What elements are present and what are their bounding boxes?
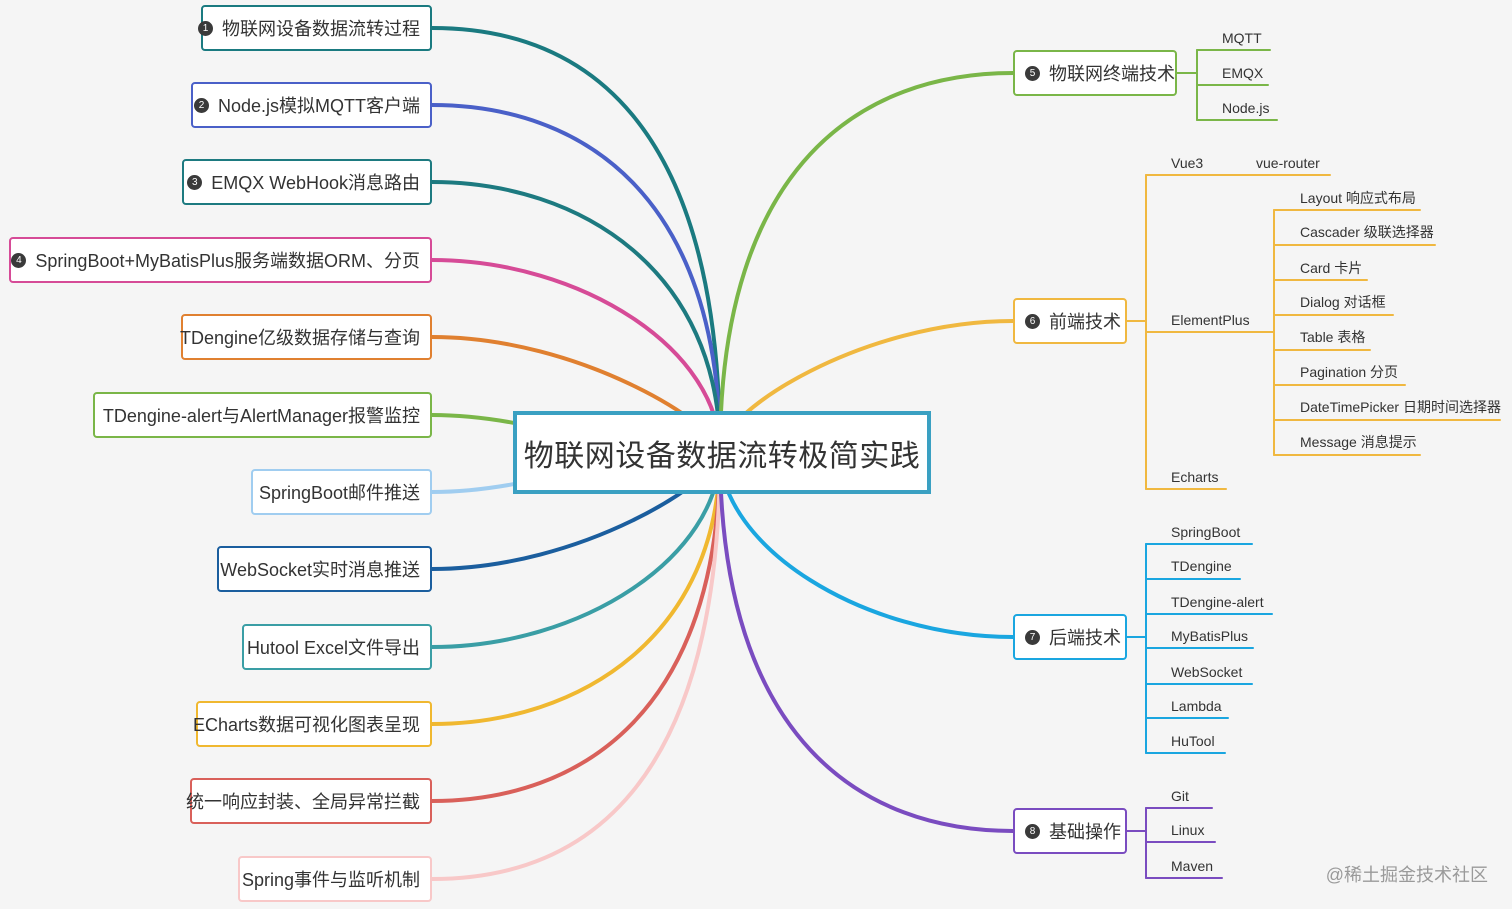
root-topic-label: 物联网设备数据流转极简实践 <box>523 439 921 473</box>
leaf-linux[interactable]: Linux <box>1171 822 1205 838</box>
topic-label: WebSocket实时消息推送 <box>220 560 420 580</box>
topic-hutool-excel[interactable]: Hutool Excel文件导出 <box>242 624 432 670</box>
topic-number-badge: 3 <box>187 174 203 190</box>
root-topic[interactable]: 物联网设备数据流转极简实践 <box>513 411 931 494</box>
leaf-card[interactable]: Card 卡片 <box>1300 260 1363 276</box>
branch-line <box>430 450 722 803</box>
topic-number-badge: 6 <box>1025 313 1040 329</box>
topic-label: SpringBoot邮件推送 <box>258 483 420 503</box>
topic-backend[interactable]: 7 后端技术 <box>1013 614 1127 660</box>
topic-number-badge: 1 <box>198 20 213 36</box>
leaf-nodejs[interactable]: Node.js <box>1222 100 1270 116</box>
leaf-table[interactable]: Table 表格 <box>1300 329 1366 345</box>
topic-label: Spring事件与监听机制 <box>241 870 420 890</box>
leaf-websocket[interactable]: WebSocket <box>1171 664 1243 680</box>
leaf-dialog[interactable]: Dialog 对话框 <box>1300 294 1386 310</box>
branch-line <box>430 450 722 881</box>
leaf-datetimepicker[interactable]: DateTimePicker 日期时间选择器 <box>1300 399 1501 415</box>
leaf-emqx[interactable]: EMQX <box>1222 65 1264 81</box>
leaf-vue-router[interactable]: vue-router <box>1256 155 1320 171</box>
leaf-elementplus[interactable]: ElementPlus <box>1171 312 1250 328</box>
topic-label: 物联网设备数据流转过程 <box>222 19 420 39</box>
topic-label: TDengine亿级数据存储与查询 <box>179 328 420 348</box>
branch-line <box>430 26 722 454</box>
topic-basic-operations[interactable]: 8 基础操作 <box>1013 808 1127 854</box>
topic-frontend[interactable]: 6 前端技术 <box>1013 298 1127 344</box>
leaf-echarts[interactable]: Echarts <box>1171 469 1219 485</box>
branch-line <box>718 71 1015 454</box>
topic-iot-terminal[interactable]: 5 物联网终端技术 <box>1013 50 1177 96</box>
leaf-message[interactable]: Message 消息提示 <box>1300 434 1417 450</box>
leaf-layout[interactable]: Layout 响应式布局 <box>1300 190 1416 206</box>
topic-springboot-mail[interactable]: SpringBoot邮件推送 <box>251 469 432 515</box>
topic-tdengine-storage[interactable]: TDengine亿级数据存储与查询 <box>179 314 432 360</box>
leaf-tdengine-alert[interactable]: TDengine-alert <box>1171 594 1264 610</box>
topic-unified-response[interactable]: 统一响应封装、全局异常拦截 <box>186 778 432 824</box>
leaf-lambda[interactable]: Lambda <box>1171 698 1222 714</box>
topic-emqx-webhook[interactable]: 3 EMQX WebHook消息路由 <box>182 159 432 205</box>
topic-number-badge: 2 <box>193 97 209 113</box>
topic-spring-events[interactable]: Spring事件与监听机制 <box>238 856 432 902</box>
leaf-mqtt[interactable]: MQTT <box>1222 30 1262 46</box>
topic-label: 统一响应封装、全局异常拦截 <box>186 792 420 812</box>
leaf-git[interactable]: Git <box>1171 788 1189 804</box>
topic-label: EMQX WebHook消息路由 <box>211 173 420 193</box>
topic-label: 前端技术 <box>1049 312 1121 332</box>
branch-line <box>430 103 722 454</box>
watermark: @稀土掘金技术社区 <box>1325 865 1488 885</box>
leaf-mybatisplus[interactable]: MyBatisPlus <box>1171 628 1249 644</box>
topic-label: Node.js模拟MQTT客户端 <box>217 96 420 116</box>
topic-label: 后端技术 <box>1049 628 1121 648</box>
topic-label: TDengine-alert与AlertManager报警监控 <box>102 406 420 426</box>
topic-label: ECharts数据可视化图表呈现 <box>192 715 420 735</box>
topic-label: Hutool Excel文件导出 <box>246 638 420 658</box>
leaf-tdengine[interactable]: TDengine <box>1171 558 1232 574</box>
topic-label: SpringBoot+MyBatisPlus服务端数据ORM、分页 <box>35 251 420 271</box>
leaf-vue3[interactable]: Vue3 <box>1171 155 1204 171</box>
branch-line <box>718 450 1015 833</box>
topic-number-badge: 4 <box>11 252 27 268</box>
leaf-hutool[interactable]: HuTool <box>1171 733 1215 749</box>
topic-number-badge: 8 <box>1025 823 1040 839</box>
topic-springboot-mybatisplus[interactable]: 4 SpringBoot+MyBatisPlus服务端数据ORM、分页 <box>9 237 432 283</box>
leaf-maven[interactable]: Maven <box>1171 858 1214 874</box>
topic-nodejs-mqtt-client[interactable]: 2 Node.js模拟MQTT客户端 <box>191 82 432 128</box>
topic-number-badge: 5 <box>1025 65 1040 81</box>
leaf-pagination[interactable]: Pagination 分页 <box>1300 364 1399 380</box>
leaf-springboot[interactable]: SpringBoot <box>1171 524 1241 540</box>
branch-line <box>430 180 722 454</box>
leaf-cascader[interactable]: Cascader 级联选择器 <box>1300 224 1434 240</box>
topic-echarts-visualization[interactable]: ECharts数据可视化图表呈现 <box>192 701 432 747</box>
branch-line <box>430 450 722 726</box>
topic-dataflow-process[interactable]: 1 物联网设备数据流转过程 <box>198 5 432 51</box>
topic-websocket-push[interactable]: WebSocket实时消息推送 <box>217 546 432 592</box>
topic-tdengine-alert[interactable]: TDengine-alert与AlertManager报警监控 <box>93 392 432 438</box>
topic-label: 基础操作 <box>1049 822 1121 842</box>
topic-label: 物联网终端技术 <box>1049 64 1175 84</box>
topic-number-badge: 7 <box>1025 629 1040 645</box>
